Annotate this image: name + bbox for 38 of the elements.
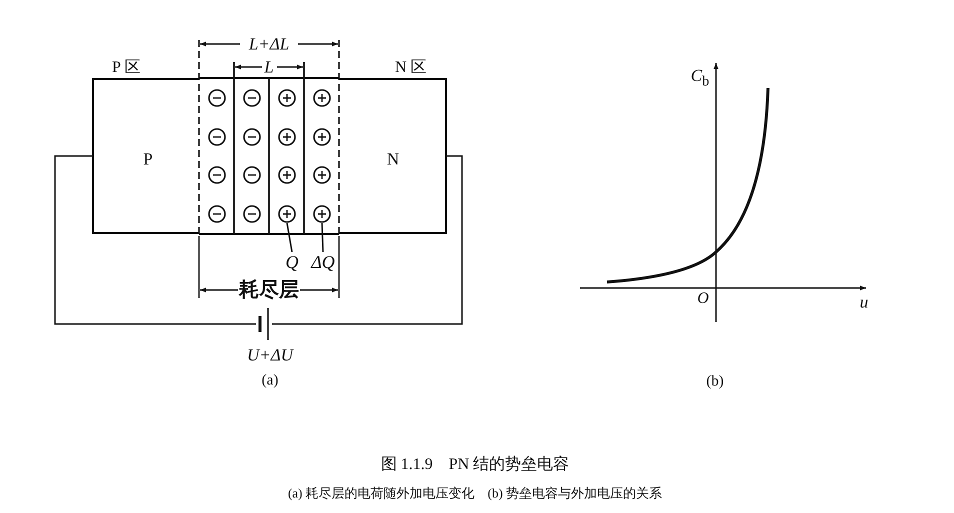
negative-ion-icon [243,89,261,107]
positive-ion-icon [313,128,331,146]
figure-title: 图 1.1.9 PN 结的势垒电容 [380,457,570,473]
positive-ion-icon [278,89,296,107]
dimension-label: L+ΔL [248,36,290,52]
negative-ion-icon [208,89,226,107]
region-label: N [386,150,400,168]
leader-line [321,222,324,252]
origin-label: O [697,291,709,307]
positive-ion-icon [278,128,296,146]
negative-ion-icon [208,166,226,184]
subfigure-label: (a) [262,374,278,388]
voltage-label: U+ΔU [247,346,293,364]
negative-ion-icon [208,205,226,223]
charge-label: Q [283,252,301,272]
subfigure-label: (b) [706,374,724,390]
region-label: P 区 [112,60,140,76]
positive-ion-icon [313,89,331,107]
negative-ion-icon [243,128,261,146]
positive-ion-icon [278,166,296,184]
leader-line [286,222,293,252]
wire [54,155,256,325]
charge-label: ΔQ [309,252,337,272]
axis-label: u [860,294,868,310]
region-label: P [143,150,153,168]
wire [272,155,463,325]
battery-symbol [256,307,272,341]
positive-ion-icon [313,205,331,223]
negative-ion-icon [243,205,261,223]
axis-label: C$_{b}$ [690,67,710,89]
negative-ion-icon [208,128,226,146]
figure-caption: (a) 耗尽层的电荷随外加电压变化 (b) 势垒电容与外加电压的关系 [288,486,662,500]
negative-ion-icon [243,166,261,184]
region-label: N 区 [395,60,427,76]
positive-ion-icon [278,205,296,223]
dimension-label: L [264,58,274,76]
positive-ion-icon [313,166,331,184]
dimension-label: 耗尽层 [239,280,299,300]
